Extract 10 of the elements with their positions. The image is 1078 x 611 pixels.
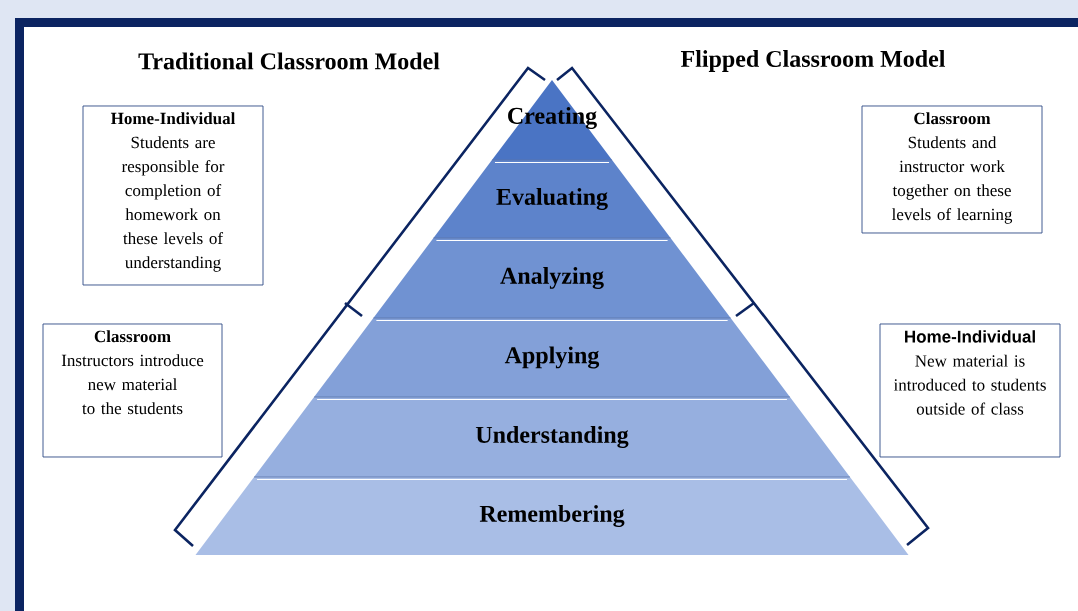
pyramid-level: Applying [314, 317, 790, 397]
text-box: Classroom Instructors introduce new material to the students [42, 323, 223, 458]
text-box: Home-Individual New material is introduced to students outside of class [879, 323, 1061, 458]
pyramid-level: Remembering [195, 476, 909, 555]
text-box: Home-Individual Students are responsible for completion of homework on these levels of understanding [82, 105, 264, 286]
model-title: Traditional Classroom Model [138, 52, 440, 70]
pyramid-level: Evaluating [433, 159, 671, 238]
pyramid-level: Analyzing [373, 237, 731, 318]
text-box: Classroom Students and instructor work together on these levels of learning [861, 105, 1043, 234]
model-title: Flipped Classroom Model [680, 50, 946, 72]
